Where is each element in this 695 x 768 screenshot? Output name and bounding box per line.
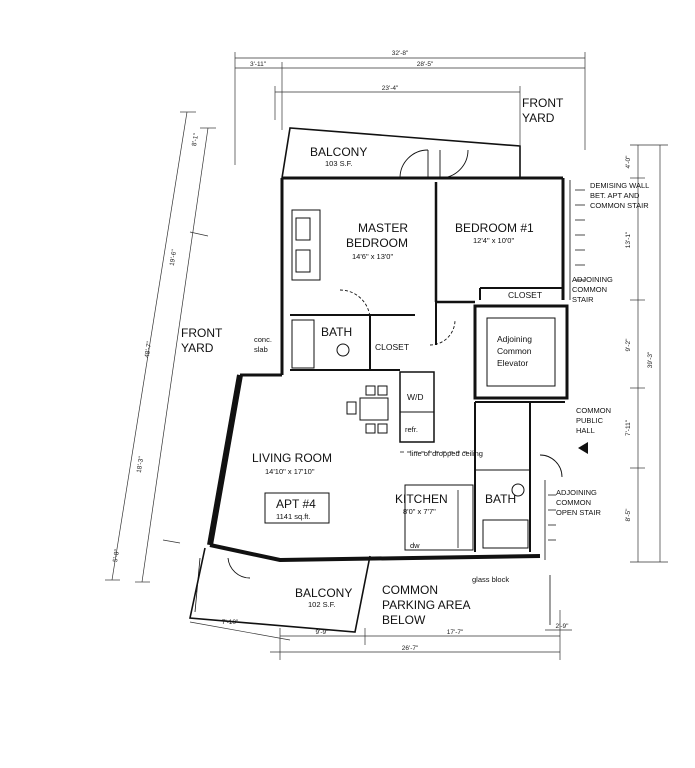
dropped-ceiling-label: line of dropped ceiling <box>410 449 483 458</box>
dim-top-overall: 32'-8" <box>392 50 409 57</box>
dim-bottom-mid: 9'-9" <box>316 629 330 636</box>
elevator-line2: Common <box>497 346 532 356</box>
public-hall-line2: PUBLIC <box>576 416 604 425</box>
master-line1: MASTER <box>358 221 408 235</box>
room-labels: FRONT YARD FRONT YARD BALCONY 103 S.F. M… <box>181 96 649 627</box>
balcony-top-area: 103 S.F. <box>325 159 353 168</box>
dimension-lines <box>105 52 668 660</box>
kitchen-label: KITCHEN <box>395 492 448 506</box>
master-size: 14'6" x 13'0" <box>352 252 393 261</box>
exterior-walls <box>207 176 565 563</box>
front-yard-left-line2: YARD <box>181 341 214 355</box>
public-hall-line3: HALL <box>576 426 595 435</box>
bath-master-label: BATH <box>321 325 352 339</box>
living-room-size: 14'10" x 17'10" <box>265 467 315 476</box>
stairs-bottom <box>544 480 556 625</box>
dw-label: dw <box>410 541 420 550</box>
balcony-bottom-label: BALCONY <box>295 586 352 600</box>
balcony-top-label: BALCONY <box>310 145 367 159</box>
elevator-line1: Adjoining <box>497 334 532 344</box>
refr-label: refr. <box>405 425 418 434</box>
dim-top-right: 28'-5" <box>417 61 434 68</box>
balcony-top-outline <box>281 127 521 179</box>
dim-bottom-small: 2'-9" <box>556 623 570 630</box>
parking-line2: PARKING AREA <box>382 598 470 612</box>
front-yard-top-line2: YARD <box>522 111 555 125</box>
open-stair-line2: COMMON <box>556 498 591 507</box>
apt-label: APT #4 <box>276 497 316 511</box>
closet-master-label: CLOSET <box>375 342 409 352</box>
demising-line3: COMMON STAIR <box>590 201 649 210</box>
dim-right-c: 9'-2" <box>625 338 632 352</box>
glass-block-label: glass block <box>472 575 509 584</box>
dim-bottom-left: 7'-10" <box>222 619 239 626</box>
parking-line3: BELOW <box>382 613 426 627</box>
doors <box>227 149 563 579</box>
dim-left-upper: 19'-6" <box>169 248 179 266</box>
demising-line2: BET. APT AND <box>590 191 640 200</box>
open-stair-line1: ADJOINING <box>556 488 597 497</box>
living-room-label: LIVING ROOM <box>252 451 332 465</box>
front-yard-left-line1: FRONT <box>181 326 223 340</box>
closet-bed1-label: CLOSET <box>508 290 542 300</box>
stairs-top <box>569 180 585 300</box>
entry-arrow-icon <box>578 442 588 454</box>
bed <box>291 209 321 281</box>
public-hall-line1: COMMON <box>576 406 611 415</box>
conc-line1: conc. <box>254 335 272 344</box>
dimension-text: 32'-8" 3'-11" 28'-5" 23'-4" 48'-7" 8'-1"… <box>112 50 654 652</box>
open-stair-line3: OPEN STAIR <box>556 508 601 517</box>
dim-right-b: 13'-1" <box>625 231 632 248</box>
dim-left-top: 8'-1" <box>191 132 200 147</box>
dim-right-e: 8'-5" <box>625 508 632 522</box>
adj-stair-line1: ADJOINING <box>572 275 613 284</box>
dim-right-d: 7'-11" <box>625 419 632 436</box>
dim-right-overall: 39'-3" <box>647 351 654 368</box>
interior-walls <box>290 182 569 552</box>
elevator-line3: Elevator <box>497 358 528 368</box>
dim-bottom-overall: 26'-7" <box>402 645 419 652</box>
demising-line1: DEMISING WALL <box>590 181 649 190</box>
balcony-bottom-inner <box>194 557 201 613</box>
dim-top-inner: 23'-4" <box>382 85 399 92</box>
apt-box <box>264 492 330 524</box>
kitchen-size: 8'0" x 7'7" <box>403 507 436 516</box>
master-line2: BEDROOM <box>346 236 408 250</box>
balcony-bottom-area: 102 S.F. <box>308 600 336 609</box>
bath-hall-label: BATH <box>485 492 516 506</box>
dim-top-left: 3'-11" <box>250 61 267 68</box>
front-yard-top-line1: FRONT <box>522 96 564 110</box>
parking-line1: COMMON <box>382 583 438 597</box>
bedroom1-size: 12'4" x 10'0" <box>473 236 514 245</box>
dim-bottom-right: 17'-7" <box>447 629 464 636</box>
dim-right-a: 4'-0" <box>625 155 632 169</box>
bedroom1-label: BEDROOM #1 <box>455 221 534 235</box>
adj-stair-line3: STAIR <box>572 295 594 304</box>
wd-label: W/D <box>407 392 424 402</box>
dim-left-bottom: 5'-8" <box>112 548 121 563</box>
dim-left-lower: 18'-3" <box>136 455 146 473</box>
apt-area: 1141 sq.ft. <box>276 512 310 521</box>
dim-left-overall: 48'-7" <box>144 340 154 358</box>
conc-line2: slab <box>254 345 268 354</box>
dining-table <box>346 385 389 434</box>
adj-stair-line2: COMMON <box>572 285 607 294</box>
